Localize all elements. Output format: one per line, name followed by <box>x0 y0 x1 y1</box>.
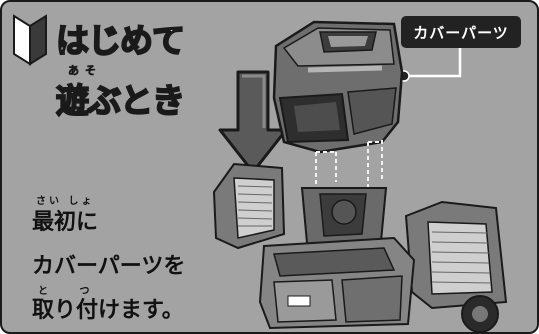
cover-part-label: カバーパーツ <box>401 16 521 48</box>
beginner-leaf-icon <box>13 14 47 66</box>
instruction-ruby-3: と つ <box>38 286 104 297</box>
cover-part <box>272 20 404 154</box>
heading-line-1: はじめて <box>55 20 186 61</box>
down-arrow-icon <box>218 70 288 174</box>
heading-ruby: あそ <box>68 64 102 78</box>
vehicle-body <box>212 162 508 332</box>
guide-lines <box>315 140 383 188</box>
instruction-line-2: カバーパーツを <box>32 254 186 279</box>
instruction-ruby-1: さい しょ <box>36 196 95 207</box>
cover-part-label-text: カバーパーツ <box>413 23 509 42</box>
instruction-line-3: 取り付けます。 <box>32 298 184 323</box>
instruction-line-1: 最初に <box>32 210 99 235</box>
label-leader-line <box>398 48 462 82</box>
heading-line-2: 遊ぶとき <box>55 80 186 121</box>
